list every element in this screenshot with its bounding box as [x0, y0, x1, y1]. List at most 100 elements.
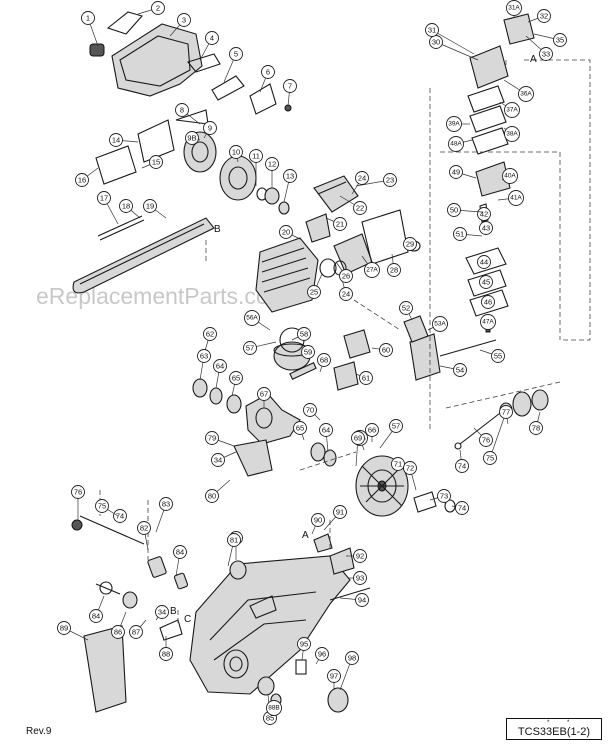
callout-number: 88	[162, 650, 170, 659]
part-callout: 23	[383, 173, 397, 187]
part-callout: 72	[403, 461, 417, 475]
callout-number: 44	[480, 258, 488, 267]
clutch-drum-group	[95, 109, 290, 215]
part-callout: 34	[211, 453, 225, 467]
callout-circle	[205, 489, 219, 503]
callout-number: 86	[114, 628, 122, 637]
callout-number: 52	[402, 304, 410, 313]
callout-circle	[364, 262, 380, 278]
callout-number: 19	[146, 202, 154, 211]
carburetor-group	[465, 13, 535, 333]
callout-number: 47A	[482, 319, 494, 326]
part-callout: 18	[119, 199, 133, 213]
part-callout: 34	[155, 605, 169, 619]
revision-label: Rev.9	[26, 726, 52, 737]
reference-letters: A A B B C	[170, 54, 537, 625]
callout-number: 32	[540, 12, 548, 21]
callout-circle	[266, 700, 282, 716]
part-callout: 51	[453, 227, 467, 241]
callout-number: 21	[336, 220, 344, 229]
callout-circle	[453, 227, 467, 241]
callout-circle	[297, 637, 311, 651]
part-callout: 56A	[244, 310, 260, 326]
ignition-coil-group	[403, 315, 497, 381]
callout-number: 10	[232, 148, 240, 157]
part-callout: 62	[203, 327, 217, 341]
callout-circle	[339, 269, 353, 283]
callout-circle	[261, 65, 275, 79]
part-callout: 7	[283, 79, 297, 93]
callout-number: 13	[286, 172, 294, 181]
callout-circle	[315, 647, 329, 661]
callout-number: 38A	[506, 131, 518, 138]
part-callout: 75	[483, 451, 497, 465]
callout-number: 85	[266, 714, 274, 723]
part-callout: 74	[455, 501, 469, 515]
model-mark: *	[547, 720, 550, 726]
callout-number: 93	[356, 574, 364, 583]
callout-circle	[229, 145, 243, 159]
callout-number: 95	[300, 640, 308, 649]
callout-circle	[109, 133, 123, 147]
callout-number: 9	[208, 124, 212, 133]
part-callout: 90	[311, 513, 325, 527]
part-callout: 65	[293, 421, 307, 435]
callout-circle	[353, 201, 367, 215]
callout-circle	[432, 316, 448, 332]
part-callout: 65	[229, 371, 243, 385]
part-callout: 74	[455, 459, 469, 473]
callout-number: 27A	[366, 267, 378, 274]
callout-number: 4	[210, 34, 214, 43]
callout-circle	[129, 625, 143, 639]
ref-letter: C	[184, 614, 191, 625]
callout-number: 76	[74, 488, 82, 497]
crankcase-group	[189, 533, 371, 695]
part-callout: 59	[301, 345, 315, 359]
callout-number: 61	[362, 374, 370, 383]
part-callout: 73	[437, 489, 451, 503]
callout-circle	[506, 0, 522, 16]
callout-number: 79	[208, 434, 216, 443]
callout-circle	[283, 79, 297, 93]
part-callout: 92	[353, 549, 367, 563]
callout-circle	[481, 295, 495, 309]
part-callout: 94	[355, 593, 369, 607]
part-callout: 86	[111, 625, 125, 639]
callout-circle	[227, 533, 241, 547]
part-callout: 55	[491, 349, 505, 363]
part-callout: 38A	[504, 126, 520, 142]
callout-number: 64	[216, 362, 224, 371]
callout-number: 75	[486, 454, 494, 463]
callout-circle	[293, 421, 307, 435]
cylinder-group	[255, 175, 421, 313]
callout-number: 39A	[448, 121, 460, 128]
callout-number: 77	[502, 408, 510, 417]
part-callout: 12	[265, 157, 279, 171]
part-callout: 82	[137, 521, 151, 535]
callout-number: 11	[252, 152, 260, 161]
callout-circle	[151, 1, 165, 15]
part-callout: 81	[227, 533, 241, 547]
callout-number: 17	[100, 194, 108, 203]
callout-circle	[479, 433, 493, 447]
ref-letter: A	[530, 54, 537, 65]
part-callout: 45	[479, 275, 493, 289]
callout-number: 40A	[504, 173, 516, 180]
part-callout: 69	[351, 431, 365, 445]
callout-number: 57	[246, 344, 254, 353]
part-callout: 35	[553, 33, 567, 47]
part-callout: 24	[355, 171, 369, 185]
callout-circle	[205, 431, 219, 445]
part-callout: 47A	[480, 314, 496, 330]
callout-circle	[249, 149, 263, 163]
callout-number: 25	[310, 288, 318, 297]
part-callout: 96	[315, 647, 329, 661]
part-callout: 98	[345, 651, 359, 665]
part-callout: 15	[149, 155, 163, 169]
part-callout: 57	[243, 341, 257, 355]
callout-circle	[455, 501, 469, 515]
ref-letter: B	[170, 606, 177, 617]
callout-circle	[447, 203, 461, 217]
part-callout: 19	[143, 199, 157, 213]
callout-number: 48A	[450, 141, 462, 148]
